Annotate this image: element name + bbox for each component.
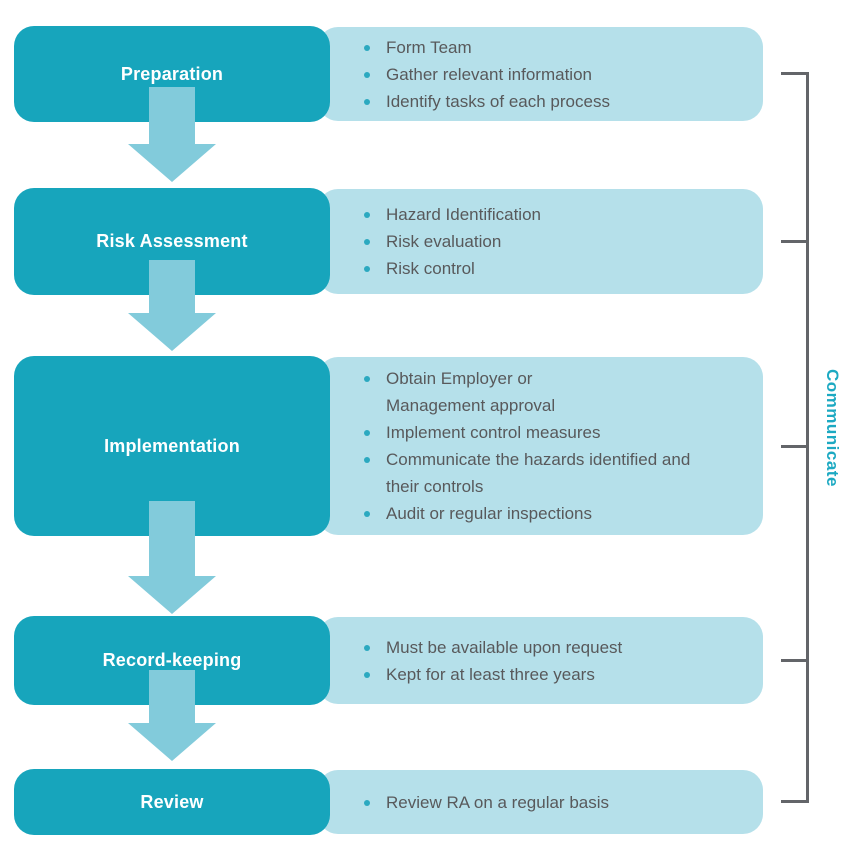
arrow-head: [128, 576, 216, 614]
arrow-shaft: [149, 260, 195, 313]
stage-title: Risk Assessment: [96, 231, 248, 251]
bullet-item: Implement control measures: [362, 419, 749, 446]
bracket-tick: [781, 800, 809, 803]
bullet-item: Form Team: [362, 34, 749, 61]
stage-row-record-keeping: Must be available upon request Kept for …: [0, 616, 780, 705]
stage-row-review: Review RA on a regular basis Review: [0, 769, 780, 835]
communicate-label: Communicate: [823, 369, 842, 487]
bracket-tick: [781, 659, 809, 662]
bullet-list: Obtain Employer or Management approval I…: [362, 365, 749, 527]
bracket-line: [806, 72, 809, 803]
bullet-dot-icon: [364, 511, 370, 517]
arrow-down-icon: [128, 87, 216, 182]
bullet-dot-icon: [364, 44, 370, 51]
bullet-item: Risk evaluation: [362, 228, 749, 255]
bracket-tick: [781, 445, 809, 448]
bracket-tick: [781, 72, 809, 75]
bullet-list: Review RA on a regular basis: [362, 789, 749, 816]
stage-title: Preparation: [120, 63, 224, 84]
bracket-tick: [781, 240, 809, 243]
bullet-item: Review RA on a regular basis: [362, 789, 749, 816]
stage-details-record-keeping: Must be available upon request Kept for …: [318, 617, 763, 704]
stage-details-preparation: Form Team Gather relevant information Id…: [318, 27, 763, 121]
arrow-head: [128, 313, 216, 351]
arrow-shaft: [149, 501, 195, 576]
bullet-dot-icon: [364, 98, 370, 105]
bullet-item: Risk control: [362, 255, 749, 282]
bullet-dot-icon: [364, 266, 370, 272]
bullet-dot-icon: [364, 212, 370, 218]
stage-title: Implementation: [104, 435, 240, 456]
bullet-list: Must be available upon request Kept for …: [362, 634, 749, 688]
bullet-item: Must be available upon request: [362, 634, 749, 661]
arrow-down-icon: [128, 501, 216, 614]
bullet-dot-icon: [364, 376, 370, 382]
stage-details-risk-assessment: Hazard Identification Risk evaluation Ri…: [318, 189, 763, 294]
bullet-item: Identify tasks of each process: [362, 88, 749, 115]
bullet-dot-icon: [364, 671, 370, 678]
arrow-shaft: [149, 670, 195, 723]
bullet-list: Form Team Gather relevant information Id…: [362, 34, 749, 115]
bullet-dot-icon: [364, 430, 370, 436]
arrow-head: [128, 144, 216, 182]
bullet-item: Audit or regular inspections: [362, 500, 749, 527]
arrow-shaft: [149, 87, 195, 144]
stage-row-preparation: Form Team Gather relevant information Id…: [0, 26, 780, 122]
stage-row-implementation: Obtain Employer or Management approval I…: [0, 356, 780, 536]
bullet-dot-icon: [364, 644, 370, 651]
stage-title: Review: [140, 791, 204, 812]
stage-details-review: Review RA on a regular basis: [318, 770, 763, 834]
bullet-dot-icon: [364, 239, 370, 245]
bullet-dot-icon: [364, 71, 370, 78]
stage-title: Record-keeping: [102, 650, 242, 670]
bullet-item: Obtain Employer or Management approval: [362, 365, 749, 419]
arrow-head: [128, 723, 216, 761]
stage-box-review: Review: [14, 769, 330, 835]
stage-row-risk-assessment: Hazard Identification Risk evaluation Ri…: [0, 188, 780, 295]
bullet-item: Kept for at least three years: [362, 661, 749, 688]
arrow-down-icon: [128, 670, 216, 761]
arrow-down-icon: [128, 260, 216, 351]
bullet-item: Gather relevant information: [362, 61, 749, 88]
bullet-item: Communicate the hazards identified and t…: [362, 446, 749, 500]
bullet-dot-icon: [364, 457, 370, 463]
bullet-dot-icon: [364, 799, 370, 806]
bullet-list: Hazard Identification Risk evaluation Ri…: [362, 201, 749, 282]
stage-details-implementation: Obtain Employer or Management approval I…: [318, 357, 763, 535]
bullet-item: Hazard Identification: [362, 201, 749, 228]
